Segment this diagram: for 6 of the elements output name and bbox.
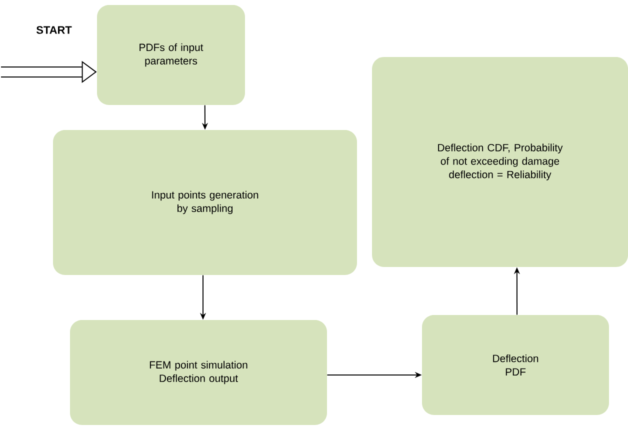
process-box: FEM point simulation Deflection output	[70, 320, 327, 425]
process-box: Input points generation by sampling	[53, 130, 357, 275]
start-label: START	[36, 26, 72, 34]
process-box: Deflection PDF	[422, 315, 609, 415]
process-box: PDFs of input parameters	[97, 5, 245, 105]
process-box: Deflection CDF, Probability of not exceeding damage deflection = Reliability	[372, 57, 628, 267]
